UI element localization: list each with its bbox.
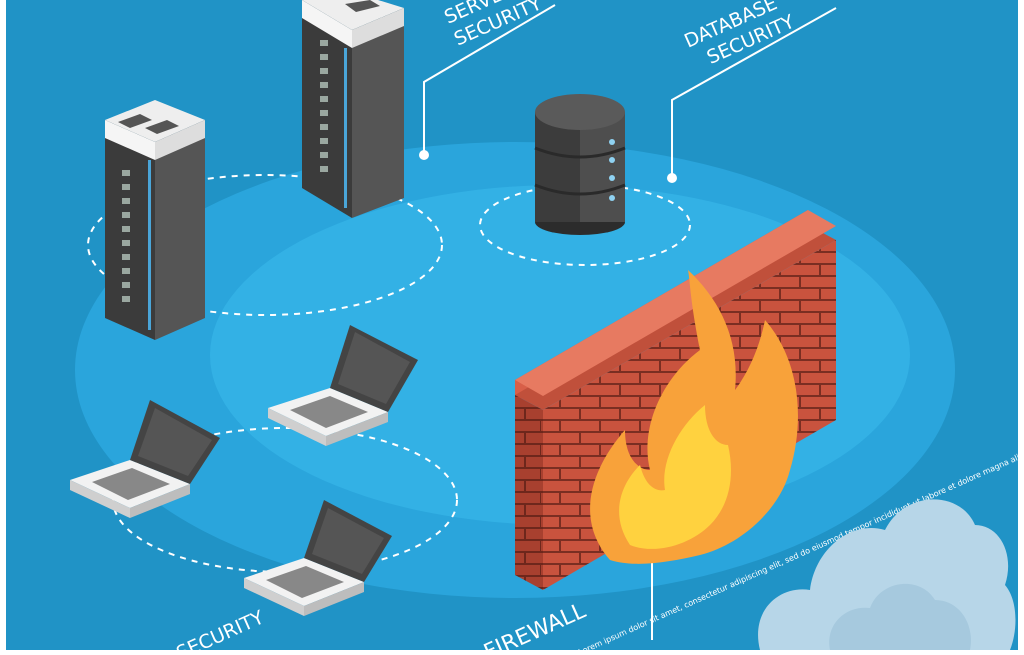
database-callout-line: [671, 7, 837, 178]
server-tower-icon: [105, 100, 205, 340]
laptop-icon: [70, 400, 220, 518]
server-callout-dot: [419, 150, 429, 160]
laptop-icon: [244, 500, 392, 616]
server-callout-line: [423, 4, 556, 155]
server-ring: [87, 174, 443, 316]
database-icon: [534, 94, 626, 235]
server-tower-icon: [302, 0, 404, 218]
database-callout-dot: [667, 173, 677, 183]
cloud-icon: [758, 499, 1016, 650]
fire-icon: [590, 270, 798, 564]
database-ring: [479, 184, 691, 266]
laptop-icon: [268, 325, 418, 446]
